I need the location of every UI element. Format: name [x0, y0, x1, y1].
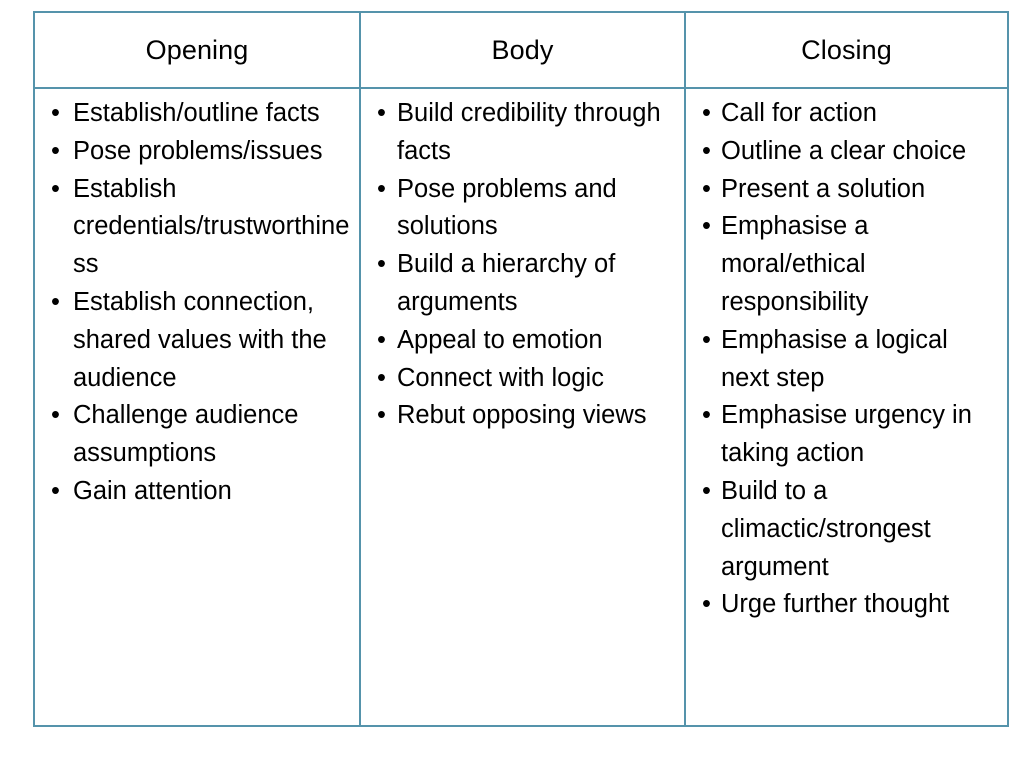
list-item: Pose problems and solutions — [365, 171, 680, 247]
bullet-list-body: Build credibility through facts Pose pro… — [365, 95, 680, 435]
list-item: Appeal to emotion — [365, 322, 680, 360]
list-item: Emphasise a moral/ethical responsibility — [690, 208, 1003, 321]
list-item: Establish credentials/trustworthiness — [39, 171, 355, 284]
table-row: Establish/outline facts Pose problems/is… — [33, 87, 1009, 727]
list-item: Build to a climactic/strongest argument — [690, 473, 1003, 586]
list-item: Rebut opposing views — [365, 397, 680, 435]
list-item: Establish connection, shared values with… — [39, 284, 355, 397]
list-item: Build credibility through facts — [365, 95, 680, 171]
list-item: Emphasise a logical next step — [690, 322, 1003, 398]
cell-closing: Call for action Outline a clear choice P… — [684, 87, 1009, 727]
list-item: Outline a clear choice — [690, 133, 1003, 171]
list-item: Establish/outline facts — [39, 95, 355, 133]
column-header-body: Body — [359, 11, 686, 89]
speech-structure-table: Opening Body Closing Establish/outline f… — [33, 11, 1009, 727]
column-header-closing: Closing — [684, 11, 1009, 89]
bullet-list-opening: Establish/outline facts Pose problems/is… — [39, 95, 355, 511]
bullet-list-closing: Call for action Outline a clear choice P… — [690, 95, 1003, 624]
cell-body: Build credibility through facts Pose pro… — [359, 87, 686, 727]
list-item: Build a hierarchy of arguments — [365, 246, 680, 322]
list-item: Gain attention — [39, 473, 355, 511]
table-header-row: Opening Body Closing — [33, 11, 1009, 89]
list-item: Call for action — [690, 95, 1003, 133]
list-item: Urge further thought — [690, 586, 1003, 624]
column-header-opening: Opening — [33, 11, 361, 89]
table-body: Establish/outline facts Pose problems/is… — [33, 87, 1009, 727]
list-item: Present a solution — [690, 171, 1003, 209]
list-item: Challenge audience assumptions — [39, 397, 355, 473]
list-item: Pose problems/issues — [39, 133, 355, 171]
cell-opening: Establish/outline facts Pose problems/is… — [33, 87, 361, 727]
list-item: Connect with logic — [365, 360, 680, 398]
list-item: Emphasise urgency in taking action — [690, 397, 1003, 473]
